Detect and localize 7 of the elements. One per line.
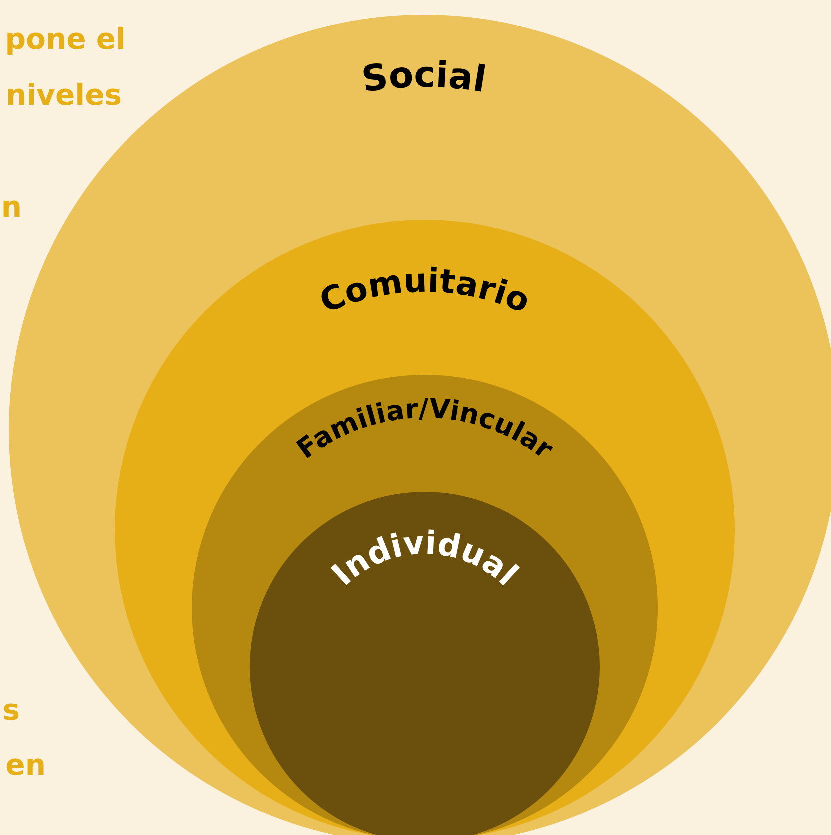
text-fragment: niveles <box>6 78 122 112</box>
curved-label: Comuitario <box>314 260 536 321</box>
text-fragment: en <box>6 748 46 782</box>
curved-label: Social <box>359 54 490 102</box>
text-fragment: pone el <box>5 22 126 56</box>
text-fragment: s <box>2 693 20 727</box>
text-fragment: n <box>1 190 22 224</box>
